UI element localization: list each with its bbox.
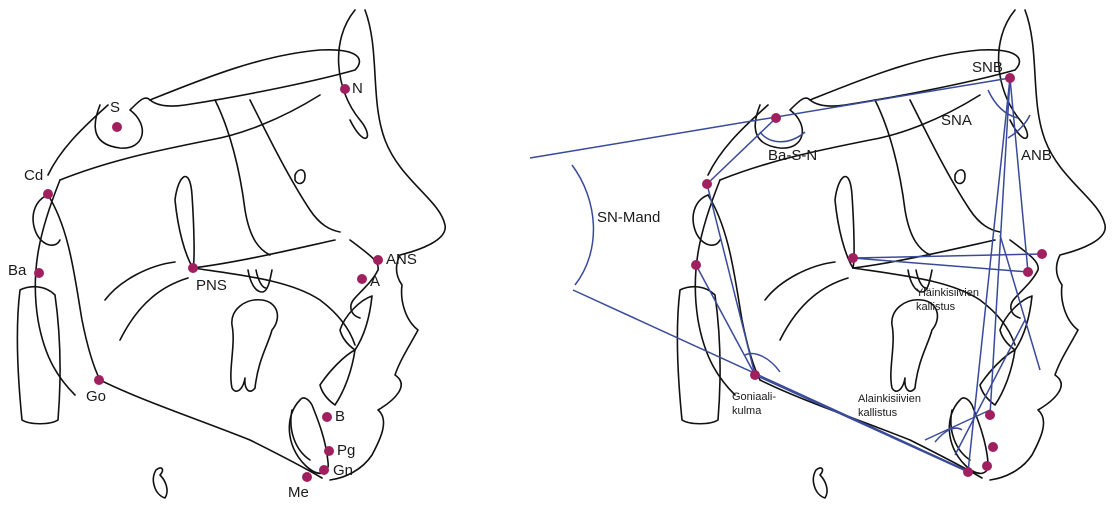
occipital-edge	[48, 105, 108, 175]
upper-incisor-r	[1000, 296, 1032, 350]
cervical-vertebra	[17, 287, 60, 424]
upper-incisor	[340, 296, 372, 350]
symphysis-inner	[291, 410, 310, 460]
label-ba: Ba	[8, 262, 27, 279]
label-snb: SNB	[972, 59, 1003, 76]
label-lower-incisor-2: kallistus	[858, 407, 898, 419]
label-gn: Gn	[333, 462, 353, 479]
landmark-pg	[324, 446, 334, 456]
left-cephalogram	[17, 10, 445, 498]
palatal-plane	[193, 240, 335, 268]
ramus-line	[707, 184, 755, 375]
r-landmark-pg	[988, 442, 998, 452]
measurement-lines	[530, 78, 1042, 472]
orbit-inner	[250, 100, 340, 232]
r-landmark-ans	[1037, 249, 1047, 259]
mandibular-plane	[573, 290, 970, 472]
landmark-b	[322, 412, 332, 422]
go-me-line	[755, 375, 968, 472]
sn-mand-arc	[572, 165, 593, 285]
r-landmark-cd	[702, 179, 712, 189]
label-pg: Pg	[337, 442, 355, 459]
pterygoid-plate	[175, 176, 194, 268]
ramus-anterior	[105, 262, 188, 340]
label-ans: ANS	[386, 251, 417, 268]
landmark-ans	[373, 255, 383, 265]
label-anb: ANB	[1021, 147, 1052, 164]
right-labels: SNB SNA ANB Ba-S-N SN-Mand Yläinkisiivie…	[597, 59, 1052, 419]
label-sn-mand: SN-Mand	[597, 209, 660, 226]
hyoid-r	[813, 468, 827, 498]
pns-a-line	[853, 258, 1028, 272]
label-gonial-2: kulma	[732, 405, 762, 417]
hyoid	[153, 468, 167, 498]
label-go: Go	[86, 388, 106, 405]
anterior-cranial-outline	[150, 50, 359, 106]
label-upper-incisor-1: Yläinkisiivien	[916, 287, 979, 299]
r-landmark-gn	[982, 461, 992, 471]
sella-turcica-outline	[95, 98, 150, 148]
sella-turcica-outline-r	[755, 98, 810, 148]
landmark-go	[94, 375, 104, 385]
ba-s-n-arc	[760, 132, 805, 142]
landmark-cd	[43, 189, 53, 199]
ramus-posterior	[48, 195, 100, 380]
lower-molar-r	[891, 300, 938, 391]
symphysis	[289, 398, 328, 473]
orbit-small	[295, 170, 305, 184]
symphysis-inner-r	[951, 410, 970, 460]
landmark-gn	[319, 465, 329, 475]
label-pns: PNS	[196, 277, 227, 294]
r-landmark-s	[771, 113, 781, 123]
r-landmark-me	[963, 467, 973, 477]
r-landmark-go	[750, 370, 760, 380]
n-b-line	[990, 78, 1010, 415]
ba-go-line	[696, 265, 755, 375]
landmark-me	[302, 472, 312, 482]
r-landmark-b	[985, 410, 995, 420]
label-sna: SNA	[941, 112, 972, 129]
landmark-pns	[188, 263, 198, 273]
frontal-bone	[339, 10, 368, 138]
landmark-a	[357, 274, 367, 284]
lower-molar	[231, 300, 278, 391]
lower-incisor	[320, 350, 355, 405]
ramus-posterior-r	[708, 195, 760, 380]
r-landmark-ba	[691, 260, 701, 270]
ramus-anterior-r	[765, 262, 848, 340]
lower-incisor-arc	[935, 428, 962, 442]
landmark-ba	[34, 268, 44, 278]
label-cd: Cd	[24, 167, 43, 184]
r-landmark-pns	[848, 253, 858, 263]
occipital-edge-r	[708, 105, 768, 175]
label-gonial-1: Goniaali-	[732, 391, 776, 403]
nasal-profile	[330, 10, 445, 480]
label-me: Me	[288, 484, 309, 501]
orbit-small-r	[955, 170, 965, 184]
label-s: S	[110, 99, 120, 116]
label-n: N	[352, 80, 363, 97]
maxilla-front-r	[1010, 240, 1038, 318]
label-a: A	[370, 273, 380, 290]
r-landmark-a	[1023, 267, 1033, 277]
upper-incisor-axis	[1000, 235, 1040, 370]
label-upper-incisor-2: kallistus	[916, 301, 956, 313]
label-ba-s-n: Ba-S-N	[768, 147, 817, 164]
r-landmark-n	[1005, 73, 1015, 83]
label-b: B	[335, 408, 345, 425]
lower-incisor-axis	[955, 320, 1025, 455]
palatal-line	[853, 254, 1042, 258]
landmark-s	[112, 122, 122, 132]
s-ba-line	[707, 118, 776, 184]
landmark-n	[340, 84, 350, 94]
label-lower-incisor-1: Alainkisiivien	[858, 393, 921, 405]
